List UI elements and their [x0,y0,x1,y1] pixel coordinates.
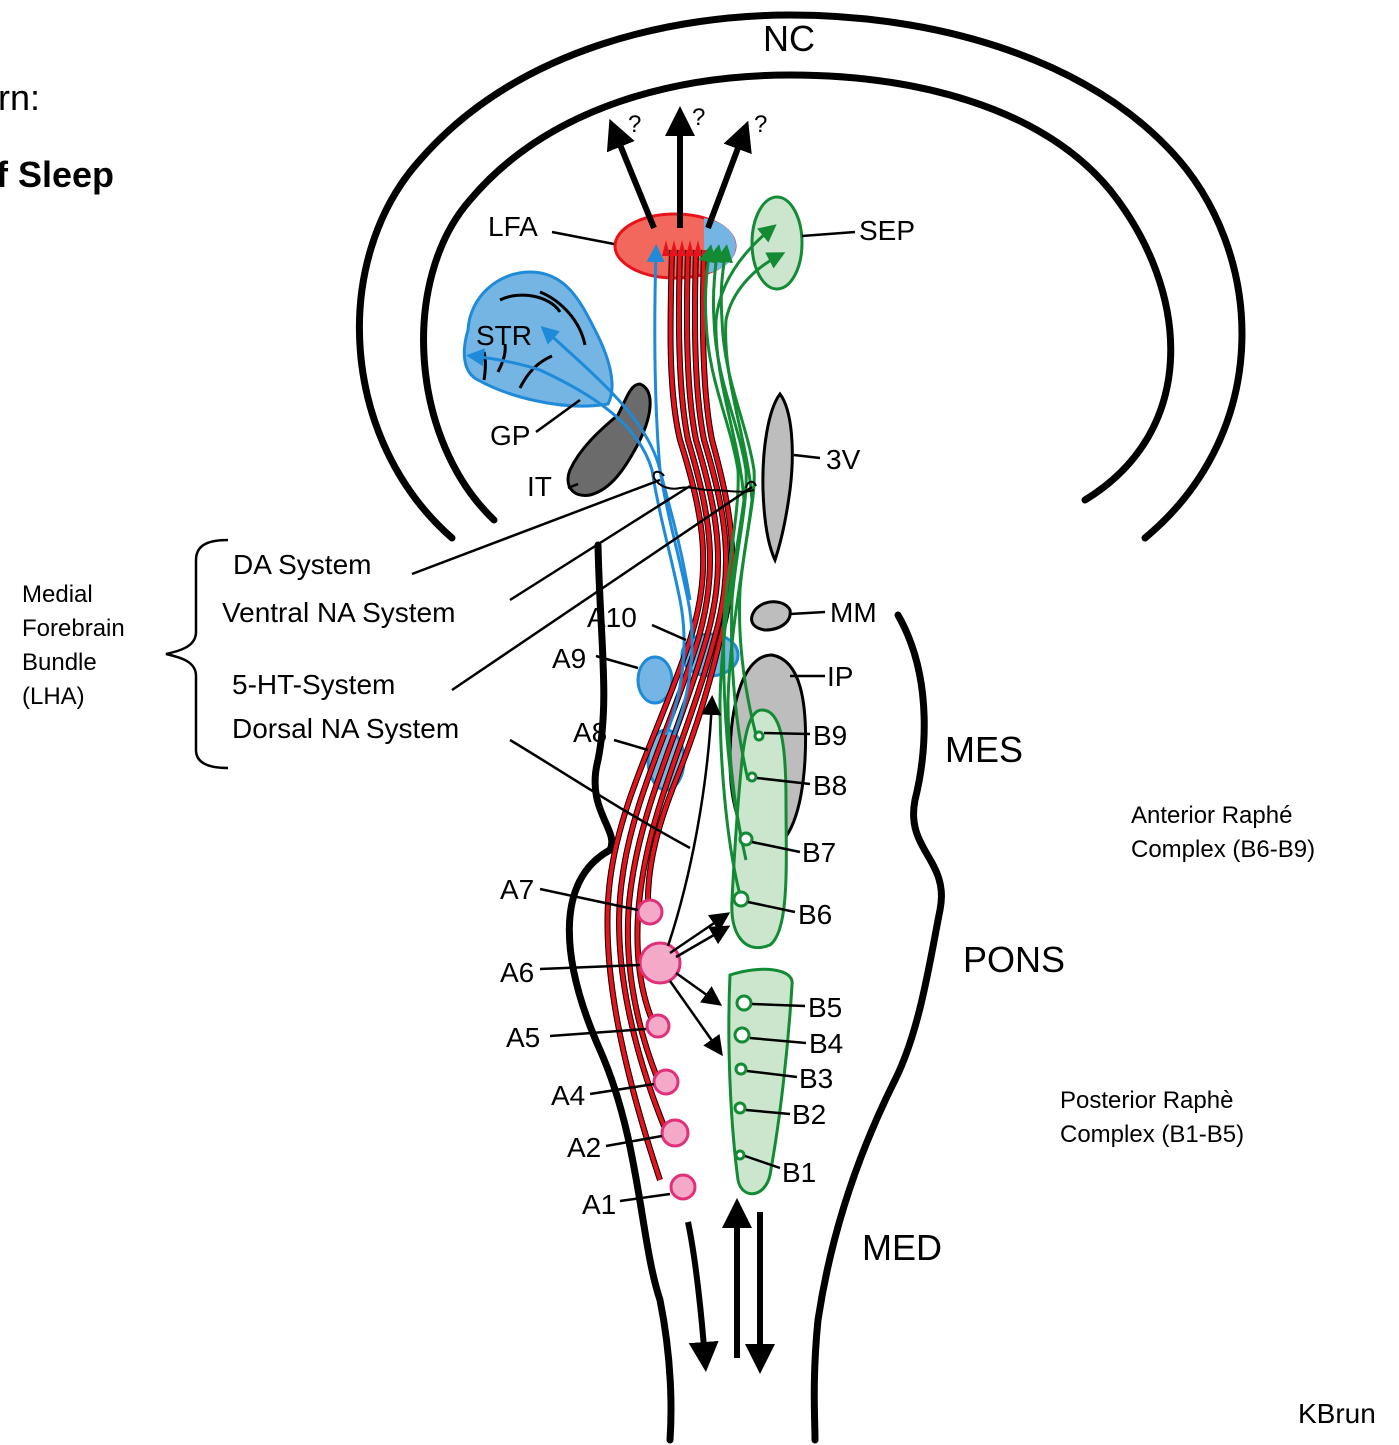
label-it: IT [527,471,552,502]
label-a10: A10 [587,602,637,633]
label-a8: A8 [573,717,607,748]
neocortex-arcs [359,15,1242,538]
b8-nucleus [748,773,756,781]
b4-nucleus [735,1028,749,1042]
label-ventral-na-system: Ventral NA System [222,597,455,628]
b9-nucleus [755,732,763,740]
label-a6: A6 [500,957,534,988]
b6-nucleus [734,892,748,906]
mm-structure [752,602,791,630]
label-str: STR [476,320,532,351]
label-a1: A1 [582,1189,616,1220]
b5-nucleus [737,996,751,1010]
label-b7: B7 [802,837,836,868]
label-a5: A5 [506,1022,540,1053]
label-a9: A9 [552,643,586,674]
label-pons: PONS [963,939,1065,980]
b3-nucleus [736,1064,746,1074]
credit-text: KBrun [1298,1398,1376,1429]
label-med: MED [862,1227,942,1268]
label-gp: GP [490,420,530,451]
label-3v: 3V [826,444,861,475]
mfb-line-2: Forebrain [22,615,125,642]
question-mark-3: ? [754,111,767,138]
label-b9: B9 [813,720,847,751]
heading-line-1: rn: [0,77,40,118]
label-b1: B1 [782,1157,816,1188]
label-lfa: LFA [488,211,538,242]
label-a2: A2 [567,1132,601,1163]
anterior-raphe-line-2: Complex (B6-B9) [1131,836,1315,863]
label-nc: NC [763,18,815,59]
spinal-projections [688,1210,760,1362]
label-5ht-system: 5-HT-System [232,669,395,700]
a7-nucleus [638,900,662,924]
label-b6: B6 [798,899,832,930]
sep-area [752,197,802,289]
third-ventricle [763,394,792,560]
label-b8: B8 [813,770,847,801]
label-da-system: DA System [233,549,371,580]
question-mark-2: ? [692,104,705,131]
label-b3: B3 [799,1063,833,1094]
a5-nucleus [647,1015,669,1037]
label-b5: B5 [808,992,842,1023]
mfb-brace [166,540,228,768]
b2-nucleus [735,1103,745,1113]
posterior-raphe-line-1: Posterior Raphè [1060,1087,1233,1114]
noradrenergic-bundle [607,240,732,1180]
label-b4: B4 [809,1028,843,1059]
label-dorsal-na-system: Dorsal NA System [232,713,459,744]
label-sep: SEP [859,215,915,246]
heading-line-2: f Sleep [0,154,114,195]
a4-nucleus [654,1070,678,1094]
label-a4: A4 [551,1080,585,1111]
b1-nucleus [736,1151,744,1159]
label-mes: MES [945,729,1023,770]
anterior-raphe-line-1: Anterior Raphé [1131,802,1292,829]
posterior-raphe-line-2: Complex (B1-B5) [1060,1121,1244,1148]
mfb-line-4: (LHA) [22,683,85,710]
b7-nucleus [740,833,752,845]
label-ip: IP [827,661,853,692]
a2-nucleus [662,1120,688,1146]
label-a7: A7 [500,874,534,905]
question-mark-1: ? [628,111,641,138]
mfb-line-3: Bundle [22,649,97,676]
a1-nucleus [671,1175,695,1199]
label-mm: MM [830,597,877,628]
label-b2: B2 [792,1099,826,1130]
mfb-line-1: Medial [22,581,93,608]
